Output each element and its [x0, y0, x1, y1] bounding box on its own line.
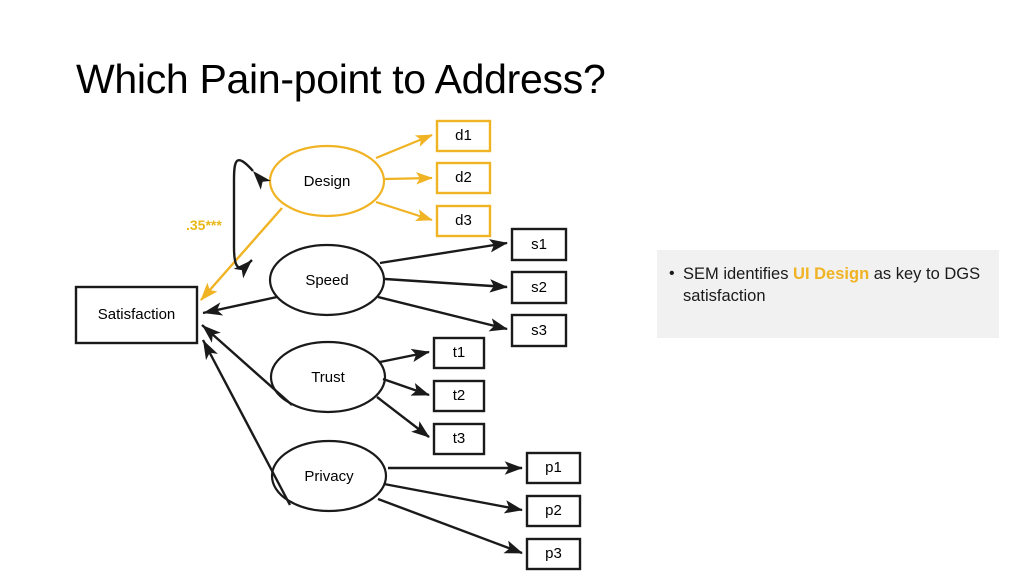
page-title: Which Pain-point to Address?: [76, 56, 606, 102]
bullet-icon: •: [669, 265, 675, 282]
indicator-box-p1: [525, 451, 582, 485]
node-satisfaction: [74, 285, 199, 345]
callout-text-before: SEM identifies: [683, 265, 794, 283]
callout-highlight: UI Design: [793, 265, 870, 283]
covariance-arrow-design-speed: [232, 159, 271, 279]
loading-arrow-design-d3: [375, 200, 433, 222]
path-arrow-speed-satisfaction: [202, 295, 278, 316]
indicator-box-s1: [510, 227, 568, 262]
loading-arrow-speed-s2: [384, 277, 508, 293]
loading-arrow-trust-t3: [376, 396, 430, 438]
path-arrow-privacy-satisfaction: [201, 339, 292, 506]
loading-arrow-trust-t2: [382, 377, 430, 397]
callout-text-after: as key to DGS satisfaction: [683, 265, 981, 305]
loading-arrow-design-d2: [384, 172, 433, 185]
indicator-box-t2: [432, 379, 486, 413]
indicator-box-d1: [435, 119, 492, 153]
loading-arrow-trust-t1: [379, 348, 430, 364]
indicator-box-t3: [432, 422, 486, 456]
loading-arrow-speed-s3: [377, 295, 508, 332]
loading-arrow-privacy-p3: [377, 497, 523, 555]
node-trust: [269, 340, 387, 414]
node-design: [268, 144, 386, 218]
indicator-box-d3: [435, 204, 492, 238]
indicator-box-d2: [435, 161, 492, 195]
path-arrow-trust-satisfaction: [201, 324, 293, 406]
loading-arrow-privacy-p2: [383, 482, 523, 514]
path-coefficient-label: .35***: [186, 217, 222, 233]
indicator-box-s2: [510, 270, 568, 305]
indicator-box-s3: [510, 313, 568, 348]
indicator-box-p3: [525, 537, 582, 571]
node-speed: [268, 243, 386, 317]
loading-arrow-speed-s1: [379, 239, 508, 265]
insight-callout: • SEM identifies UI Design as key to DGS…: [657, 250, 999, 338]
indicator-box-p2: [525, 494, 582, 528]
node-privacy: [270, 439, 388, 513]
insight-callout-text: SEM identifies UI Design as key to DGS s…: [683, 264, 983, 308]
indicator-box-t1: [432, 336, 486, 370]
loading-arrow-design-d1: [375, 133, 433, 160]
